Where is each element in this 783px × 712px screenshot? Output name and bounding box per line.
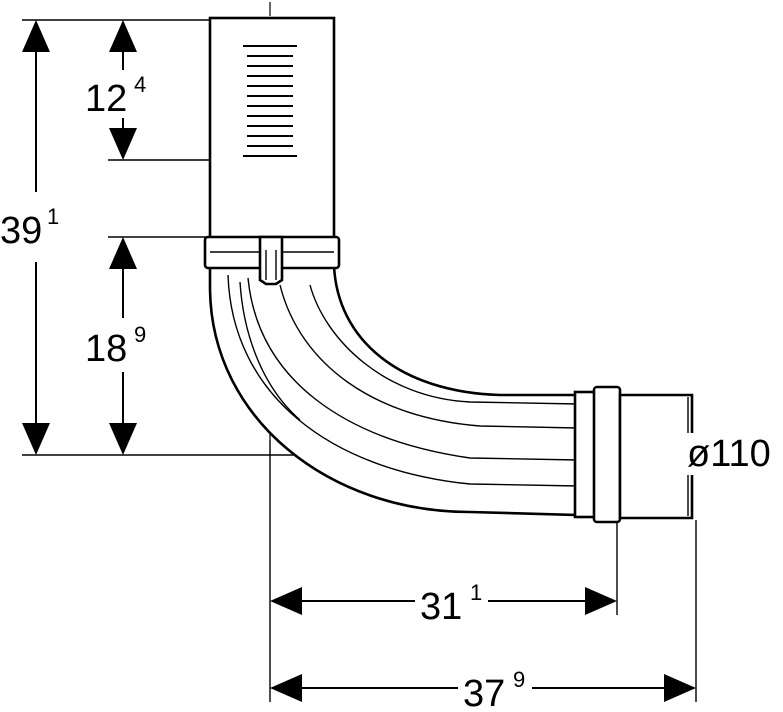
label-diameter: ø110 — [686, 433, 783, 475]
label-overall-height-sup: 1 — [47, 204, 59, 229]
label-lower-segment-main: 18 — [85, 328, 127, 370]
label-upper-segment-sup: 4 — [134, 72, 146, 97]
label-lower-segment-sup: 9 — [134, 322, 146, 347]
label-upper-segment: 12 4 — [84, 72, 154, 120]
label-overall-height-main: 39 — [0, 210, 42, 252]
label-horizontal-outer: 37 9 — [463, 667, 525, 712]
label-horizontal-outer-sup: 9 — [513, 667, 525, 692]
spigot-end — [618, 393, 694, 520]
socket-clip — [258, 235, 284, 286]
coupling-sleeve — [592, 385, 622, 524]
label-overall-height: 39 1 — [0, 198, 64, 254]
vertical-pipe-body — [208, 16, 336, 242]
bend-body — [208, 263, 580, 517]
label-horizontal-inner-main: 31 — [420, 586, 462, 628]
label-upper-segment-main: 12 — [85, 78, 127, 120]
scale-markings — [243, 45, 297, 157]
dimension-lower-segment — [109, 237, 137, 455]
pipe-elbow — [208, 261, 694, 524]
label-lower-segment: 18 9 — [84, 322, 154, 370]
dimension-horizontal-inner — [270, 587, 617, 615]
label-horizontal-outer-main: 37 — [463, 673, 505, 712]
dimension-horizontal-outer — [270, 674, 696, 702]
dimension-upper-segment — [109, 20, 137, 160]
vertical-pipe — [203, 16, 341, 286]
label-horizontal-inner: 31 1 — [420, 580, 482, 628]
label-horizontal-inner-sup: 1 — [470, 580, 482, 605]
label-diameter-text: ø110 — [687, 433, 771, 475]
dimension-overall-height — [22, 20, 50, 455]
